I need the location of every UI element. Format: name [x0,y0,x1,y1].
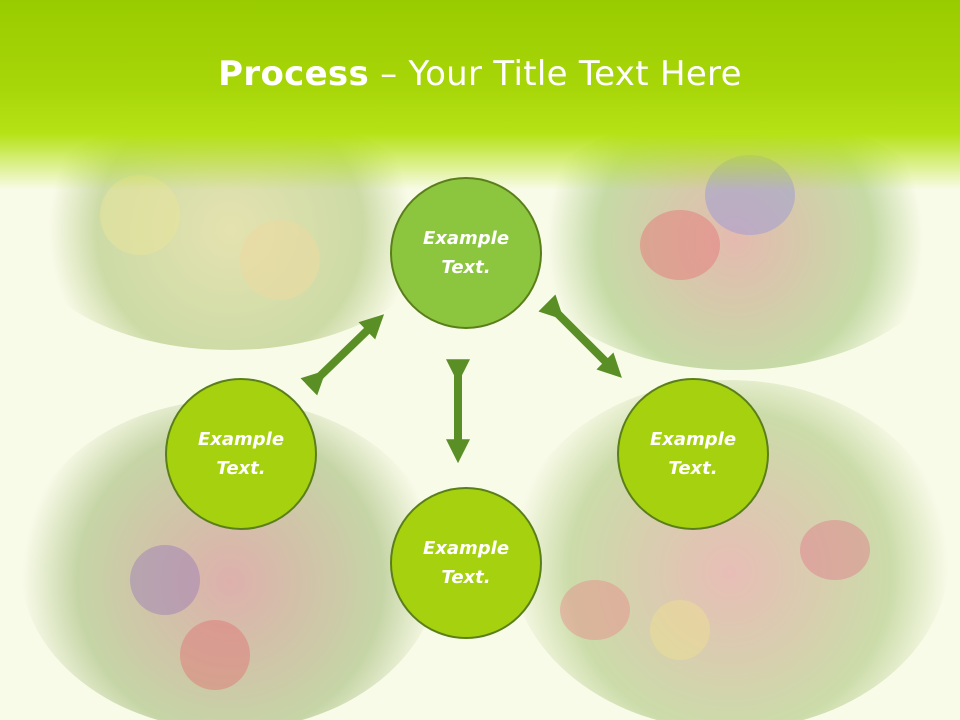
node-text: Example Text. [422,538,510,588]
title-bold: Process [218,54,370,94]
flower [180,620,250,690]
node-text: Example Text. [422,228,510,278]
flower [650,600,710,660]
process-node-right[interactable]: Example Text. [617,378,769,530]
arrow-left-diagonal [300,314,385,396]
process-node-left[interactable]: Example Text. [165,378,317,530]
process-node-top[interactable]: Example Text. [390,177,542,329]
flower [560,580,630,640]
title-banner [0,0,960,190]
flower [800,520,870,580]
title-rest: – Your Title Text Here [369,54,742,94]
flower [240,220,320,300]
node-text: Example Text. [649,429,737,479]
flower [130,545,200,615]
slide-title[interactable]: Process – Your Title Text Here [0,54,960,94]
node-text: Example Text. [197,429,285,479]
arrow-right-diagonal [538,294,622,378]
process-node-bottom[interactable]: Example Text. [390,487,542,639]
flower [640,210,720,280]
